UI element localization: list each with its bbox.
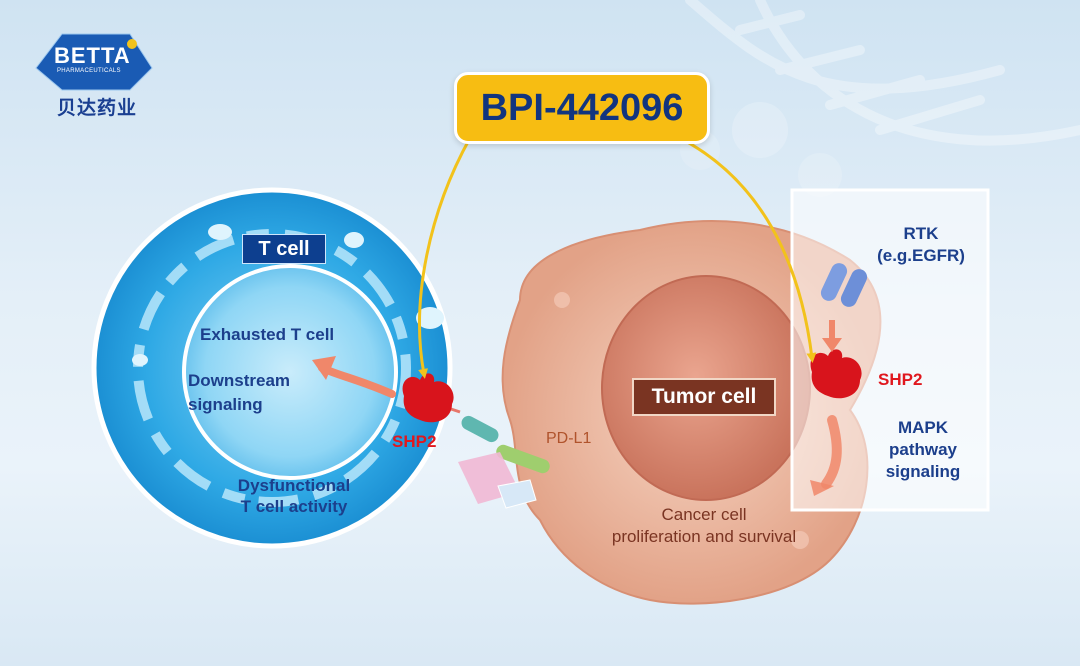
downstream-label-line1: Downstream (188, 371, 291, 390)
exhausted-t-cell-label: Exhausted T cell (200, 325, 335, 344)
cancer-label-line2: proliferation and survival (611, 527, 797, 546)
logo-brand: BETTA (54, 43, 131, 68)
t-cell-shp2-label: SHP2 (392, 432, 437, 451)
drug-name-box: BPI-442096 (454, 72, 710, 144)
mapk-label-line1: MAPK (897, 418, 949, 437)
logo-subtitle: PHARMACEUTICALS (57, 68, 121, 74)
tumor-shp2-label: SHP2 (878, 370, 923, 389)
dna-helix-background (680, 0, 1080, 197)
shp2-protein-icon (402, 349, 862, 423)
pd-l1-label: PD-L1 (546, 430, 592, 447)
exhausted-arrow-head (312, 356, 336, 380)
rtk-receptor-icon (820, 263, 868, 307)
t-cell-title: T cell (242, 234, 326, 264)
dysfunctional-label-line2: T cell activity (240, 497, 348, 516)
cancer-label-line1: Cancer cell (661, 505, 747, 524)
mapk-arrow (821, 415, 842, 489)
dysfunctional-label-line1: Dysfunctional (237, 476, 351, 495)
rtk-panel (790, 188, 990, 512)
tumor-cell-title: Tumor cell (632, 378, 776, 416)
t-cell (91, 187, 453, 549)
mapk-label-line2: pathway (888, 440, 958, 459)
logo-chinese-name: 贝达药业 (57, 98, 138, 119)
drug-arrow-to-tcell-shp2 (418, 137, 472, 379)
mapk-label-line3: signaling (885, 462, 961, 481)
rtk-label-line2: (e.g.EGFR) (877, 246, 965, 265)
downstream-label-line2: signaling (188, 395, 263, 414)
betta-logo (35, 33, 153, 91)
rtk-label-line1: RTK (903, 224, 939, 243)
drug-arrow-to-tumor-shp2 (679, 136, 817, 363)
